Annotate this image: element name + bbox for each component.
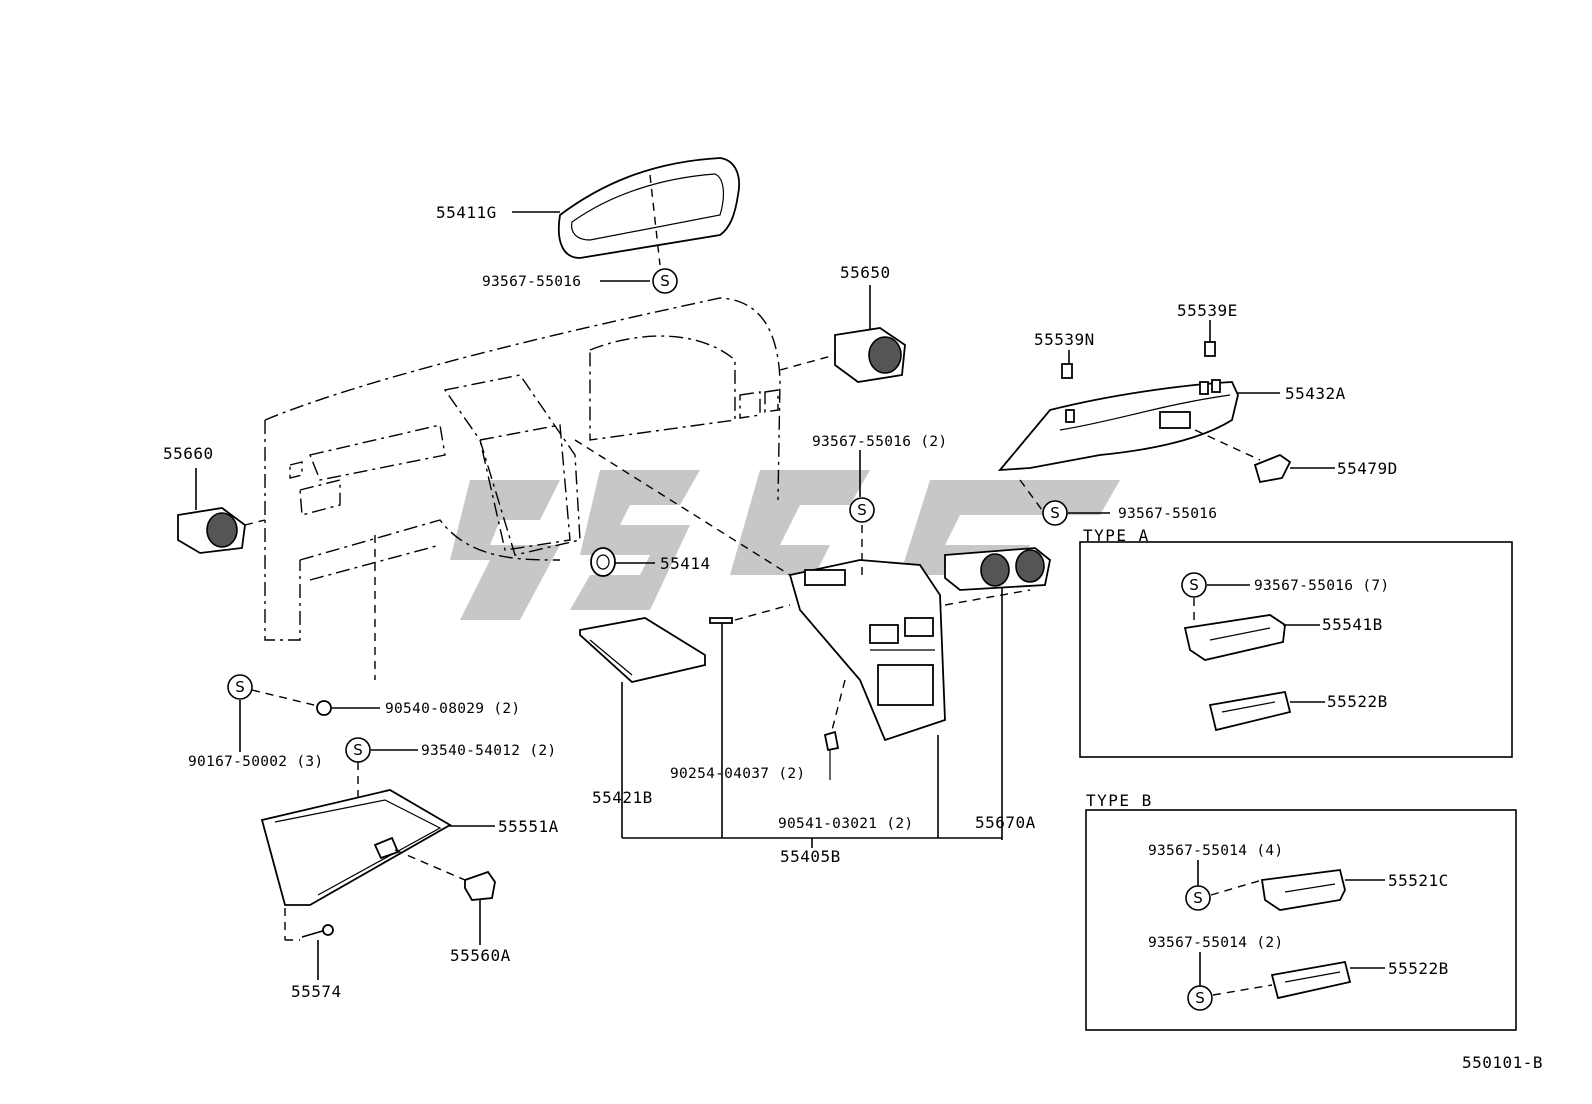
instrument-panel-outline [264,297,781,680]
clip-s-90167: S [227,674,319,752]
watermark-logo [450,470,1120,620]
meter-hood-55411G [512,157,740,282]
nut-90540-08029 [316,700,380,716]
svg-text:S: S [857,501,867,519]
svg-text:S: S [353,741,363,759]
label-55551A: 55551A [498,817,559,836]
clip-s-type-b-2: S [1187,952,1273,1011]
diagram-code: 550101-B [1462,1053,1543,1072]
label-55650: 55650 [840,263,891,282]
label-90541-03021: 90541-03021 (2) [778,816,913,832]
label-b-55521C: 55521C [1388,871,1449,890]
vent-55650 [779,285,906,383]
svg-text:S: S [235,678,245,696]
label-a-55522B: 55522B [1327,692,1388,711]
label-93567-55016-2: 93567-55016 (2) [812,434,947,450]
label-93567-55016-right: 93567-55016 [1118,506,1217,522]
type-b-header: TYPE B [1086,791,1153,810]
label-55560A: 55560A [450,946,511,965]
label-93540-54012: 93540-54012 (2) [421,743,556,759]
pin-90254-04037 [709,617,733,838]
label-90254-04037: 90254-04037 (2) [670,766,805,782]
bracket-55405B [622,735,1002,848]
lid-55421B [579,617,706,838]
label-a-93567-55016-7: 93567-55016 (7) [1254,578,1389,594]
label-55421B: 55421B [592,788,653,807]
svg-text:S: S [1189,576,1199,594]
label-55405B: 55405B [780,847,841,866]
vent-55660 [177,468,266,554]
screw-90541-03021 [823,679,846,780]
center-vents-55670A [944,547,1051,840]
svg-text:S: S [660,272,670,290]
pocket-55522B-b [1270,960,1385,1000]
pocket-55522B-a [1208,690,1325,732]
type-b-box: TYPE B S S [1085,791,1517,1031]
lock-55560A [464,870,496,945]
label-b-93567-55014-4: 93567-55014 (4) [1148,843,1283,859]
label-55574: 55574 [291,982,342,1001]
label-55479D: 55479D [1337,459,1398,478]
svg-text:S: S [1195,989,1205,1007]
glove-box-55551A [260,789,495,941]
ring-55414 [590,547,655,577]
label-55414: 55414 [660,554,711,573]
label-90167-50002: 90167-50002 (3) [188,754,323,770]
svg-text:S: S [1050,504,1060,522]
label-90540-08029: 90540-08029 (2) [385,701,520,717]
type-a-box: TYPE A S [1079,526,1513,758]
label-b-55522B: 55522B [1388,959,1449,978]
label-55539E: 55539E [1177,301,1238,320]
label-a-55541B: 55541B [1322,615,1383,634]
label-93567-55016-top: 93567-55016 [482,274,581,290]
label-55432A: 55432A [1285,384,1346,403]
label-55670A: 55670A [975,813,1036,832]
bolt-55574 [301,924,334,980]
center-cluster-panel [574,439,946,742]
clip-s-type-a: S [1181,572,1250,622]
clip-55479D [1253,453,1335,484]
svg-text:S: S [1193,889,1203,907]
label-b-93567-55014-2: 93567-55014 (2) [1148,935,1283,951]
clip-s-right: S [1042,500,1110,526]
type-a-header: TYPE A [1083,526,1150,545]
clip-s-93540: S [345,737,418,825]
label-55660: 55660 [163,444,214,463]
bezel-55521C [1260,869,1385,911]
bezel-55541B [1183,614,1320,661]
label-55411G: 55411G [436,203,497,222]
clip-s-type-b-1: S [1185,860,1263,911]
clip-s-top: S [652,268,678,294]
clip-s-center: S [849,497,875,523]
label-55539N: 55539N [1034,330,1095,349]
cluster-trim-55432A [997,320,1280,511]
